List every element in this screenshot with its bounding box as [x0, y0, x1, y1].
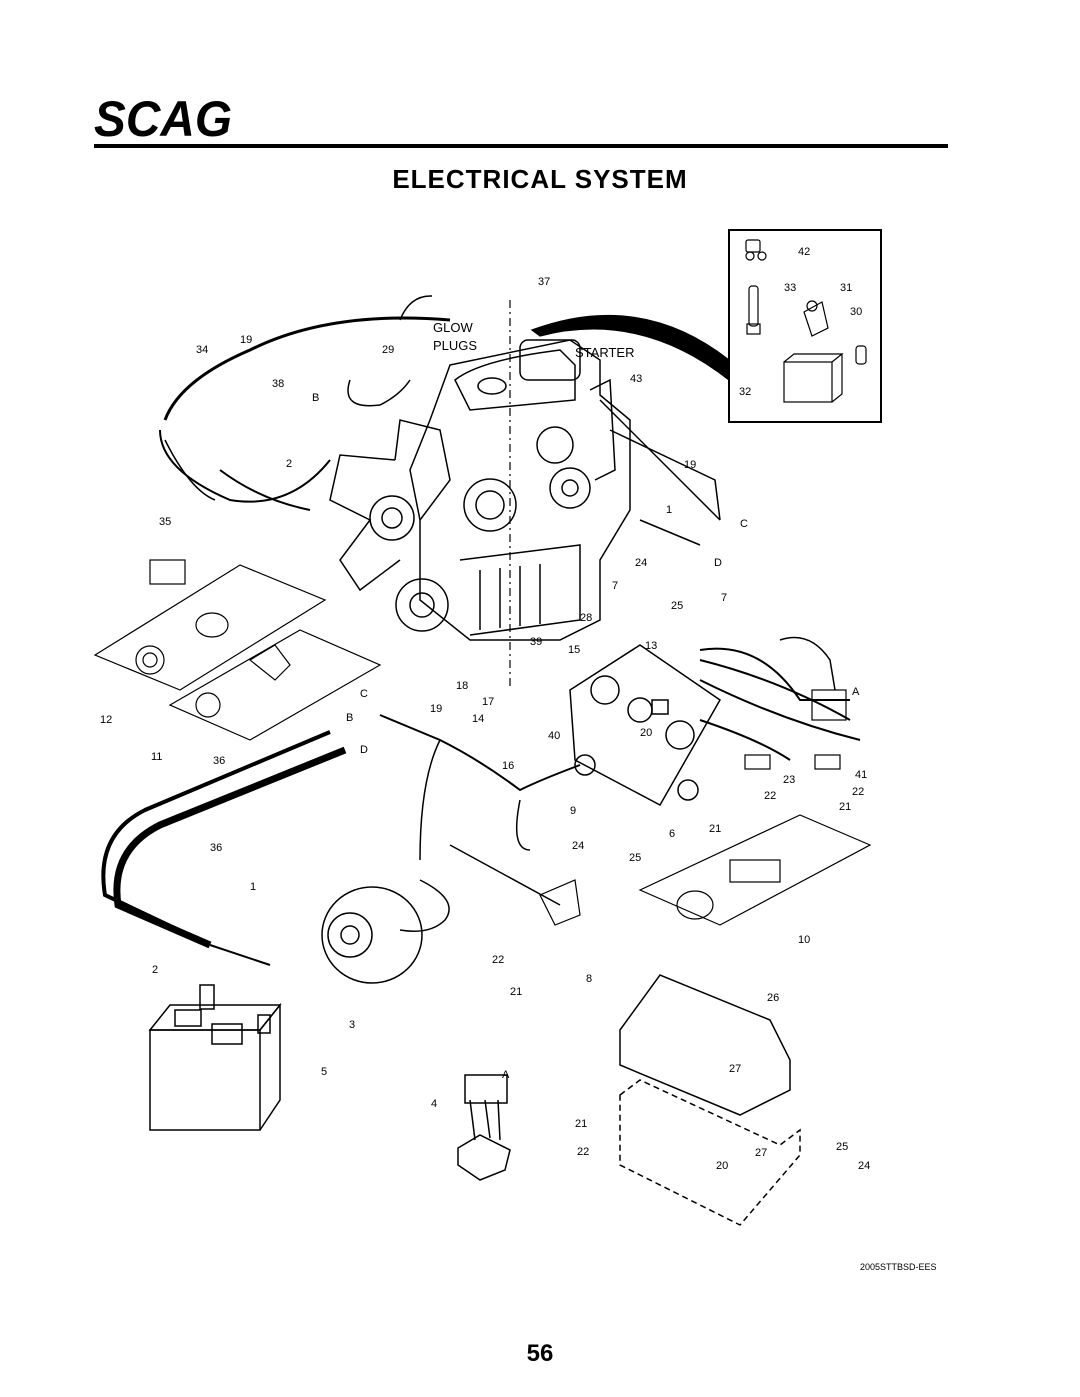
page-title: ELECTRICAL SYSTEM — [392, 164, 688, 194]
callout-18: 18 — [456, 680, 469, 692]
callout-21d: 21 — [575, 1118, 588, 1130]
key-switch-panel-10 — [638, 814, 872, 926]
scag-logo: SCAG — [94, 92, 232, 142]
callout-20b: 20 — [716, 1160, 729, 1172]
sender-33 — [746, 285, 761, 335]
regulator-4 — [457, 1074, 511, 1181]
callout-d1: D — [714, 557, 722, 569]
glow-label: GLOW — [433, 320, 473, 335]
callout-38: 38 — [272, 378, 285, 390]
callout-21c: 21 — [510, 986, 523, 998]
callout-3: 3 — [349, 1019, 356, 1031]
callout-14: 14 — [472, 713, 485, 725]
callout-20a: 20 — [640, 727, 653, 739]
callout-11: 11 — [151, 751, 163, 763]
callout-23: 23 — [783, 774, 796, 786]
callout-c2: C — [360, 688, 368, 700]
callout-40: 40 — [548, 730, 561, 742]
callout-6: 6 — [669, 828, 676, 840]
callout-19c: 19 — [430, 703, 443, 715]
callout-1a: 1 — [666, 504, 673, 516]
callout-b2: B — [346, 712, 354, 724]
callout-4: 4 — [431, 1098, 438, 1110]
relay-32 — [783, 353, 844, 403]
callout-b1: B — [312, 392, 320, 404]
diagram-code: 2005STTBSD-EES — [860, 1262, 937, 1272]
callout-22a: 22 — [764, 790, 777, 802]
page-number: 56 — [526, 1340, 554, 1367]
callout-25c: 25 — [836, 1141, 849, 1153]
callout-1b: 1 — [250, 881, 257, 893]
callout-2b: 2 — [152, 964, 159, 976]
callout-7a: 7 — [612, 580, 619, 592]
callout-c1: C — [740, 518, 748, 530]
callout-24b: 24 — [572, 840, 585, 852]
callout-29: 29 — [382, 344, 395, 356]
callout-21b: 21 — [709, 823, 722, 835]
callout-15: 15 — [568, 644, 581, 656]
callout-39: 39 — [530, 636, 543, 648]
callout-13: 13 — [645, 640, 658, 652]
callout-10: 10 — [798, 934, 811, 946]
callout-25b: 25 — [629, 852, 642, 864]
callout-28: 28 — [580, 612, 593, 624]
callout-19b: 19 — [684, 459, 697, 471]
callout-33: 33 — [784, 282, 797, 294]
callout-12: 12 — [100, 714, 113, 726]
svg-text:SCAG: SCAG — [94, 92, 232, 142]
sender-31 — [803, 300, 829, 337]
callout-7b: 7 — [721, 592, 728, 604]
gauge-panel-12 — [93, 564, 327, 691]
callout-31: 31 — [840, 282, 853, 294]
engine — [329, 339, 631, 641]
battery-5 — [148, 984, 282, 1131]
callout-5: 5 — [321, 1066, 328, 1078]
callout-27a: 27 — [729, 1063, 742, 1075]
callout-36b: 36 — [210, 842, 223, 854]
callout-17: 17 — [482, 696, 495, 708]
callout-24c: 24 — [858, 1160, 871, 1172]
callout-16: 16 — [502, 760, 515, 772]
callout-27b: 27 — [755, 1147, 768, 1159]
callout-22c: 22 — [577, 1146, 590, 1158]
callout-43: 43 — [630, 373, 643, 385]
callout-9: 9 — [570, 805, 577, 817]
starter-label: STARTER — [575, 345, 635, 360]
callout-a1: A — [852, 686, 860, 698]
callout-a2: A — [502, 1069, 510, 1081]
callout-24a: 24 — [635, 557, 648, 569]
cable-2 — [101, 730, 331, 942]
callout-41: 41 — [855, 769, 868, 781]
callout-32: 32 — [739, 386, 752, 398]
callout-35: 35 — [159, 516, 172, 528]
callout-30: 30 — [850, 306, 863, 318]
callout-26: 26 — [767, 992, 780, 1004]
callout-36a: 36 — [213, 755, 226, 767]
callout-22b: 22 — [492, 954, 505, 966]
inset-pointer — [530, 314, 730, 382]
alternator-3 — [321, 886, 423, 984]
callout-34: 34 — [196, 344, 209, 356]
callout-37: 37 — [538, 276, 551, 288]
switch-30 — [855, 345, 867, 365]
callout-22d: 22 — [852, 786, 865, 798]
gauge-panel-11 — [168, 629, 382, 741]
callout-2a: 2 — [286, 458, 293, 470]
tray-26 — [619, 974, 801, 1226]
callout-25a: 25 — [671, 600, 684, 612]
callout-d2: D — [360, 744, 368, 756]
plugs-label: PLUGS — [433, 338, 478, 353]
inset-box — [728, 229, 882, 423]
header-rule — [94, 144, 948, 148]
callout-8: 8 — [586, 973, 593, 985]
callout-19a: 19 — [240, 334, 253, 346]
callout-21a: 21 — [839, 801, 852, 813]
dash-panel — [569, 644, 721, 807]
fitting-42 — [745, 239, 767, 261]
callout-42: 42 — [798, 246, 811, 258]
